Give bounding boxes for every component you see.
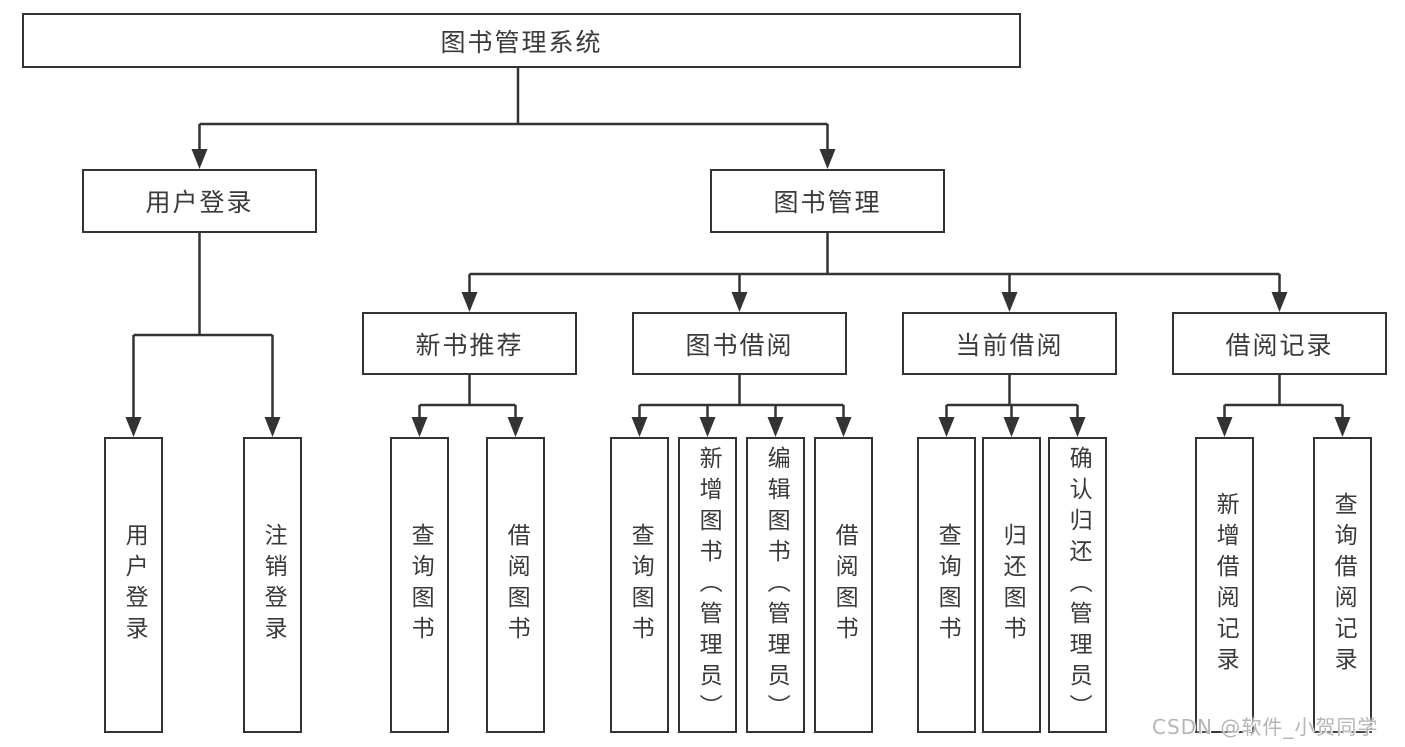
leaf-logout-label: 注销登录 (260, 523, 287, 647)
csdn-watermark: CSDN @软件_小贺同学 (1152, 715, 1379, 739)
leaf-query-books-1-label: 查询图书 (407, 523, 434, 647)
leaf-borrow-books-2: 借阅图书 (814, 437, 873, 733)
leaf-query-books-3: 查询图书 (917, 437, 976, 733)
leaf-add-borrow-record-label: 新增借阅记录 (1212, 492, 1239, 678)
leaf-logout: 注销登录 (243, 437, 302, 733)
leaf-confirm-return-admin: 确认归还（管理员） (1048, 437, 1107, 733)
leaf-user-login: 用户登录 (104, 437, 163, 733)
leaf-user-login-label: 用户登录 (121, 523, 148, 647)
leaf-add-book-admin-label: 新增图书（管理员） (695, 445, 722, 725)
leaf-return-book: 归还图书 (982, 437, 1041, 733)
root-node-label: 图书管理系统 (440, 27, 603, 57)
root-node-library-system: 图书管理系统 (22, 13, 1021, 68)
group-current-borrow: 当前借阅 (902, 312, 1117, 375)
branch-book-management-label: 图书管理 (773, 188, 882, 217)
leaf-add-book-admin: 新增图书（管理员） (678, 437, 737, 733)
group-borrow-records: 借阅记录 (1172, 312, 1387, 375)
leaf-confirm-return-admin-label: 确认归还（管理员） (1065, 445, 1092, 725)
leaf-borrow-books-1: 借阅图书 (486, 437, 545, 733)
group-borrow-records-label: 借阅记录 (1225, 330, 1334, 360)
branch-user-login: 用户登录 (82, 169, 317, 233)
leaf-query-borrow-record-label: 查询借阅记录 (1330, 492, 1357, 678)
leaf-edit-book-admin-label: 编辑图书（管理员） (763, 445, 790, 725)
leaf-edit-book-admin: 编辑图书（管理员） (746, 437, 805, 733)
group-new-book-recommend: 新书推荐 (362, 312, 577, 375)
branch-book-management: 图书管理 (710, 169, 945, 233)
leaf-query-books-1: 查询图书 (390, 437, 449, 733)
group-current-borrow-label: 当前借阅 (955, 330, 1064, 360)
leaf-return-book-label: 归还图书 (999, 523, 1026, 647)
branch-user-login-label: 用户登录 (145, 188, 254, 217)
leaf-query-books-2-label: 查询图书 (627, 523, 654, 647)
leaf-borrow-books-1-label: 借阅图书 (503, 523, 530, 647)
group-new-book-recommend-label: 新书推荐 (415, 330, 524, 360)
leaf-query-books-3-label: 查询图书 (934, 523, 961, 647)
leaf-borrow-books-2-label: 借阅图书 (831, 523, 858, 647)
group-book-borrow: 图书借阅 (632, 312, 847, 375)
leaf-query-borrow-record: 查询借阅记录 (1313, 437, 1372, 733)
leaf-add-borrow-record: 新增借阅记录 (1195, 437, 1254, 733)
group-book-borrow-label: 图书借阅 (685, 330, 794, 360)
leaf-query-books-2: 查询图书 (610, 437, 669, 733)
